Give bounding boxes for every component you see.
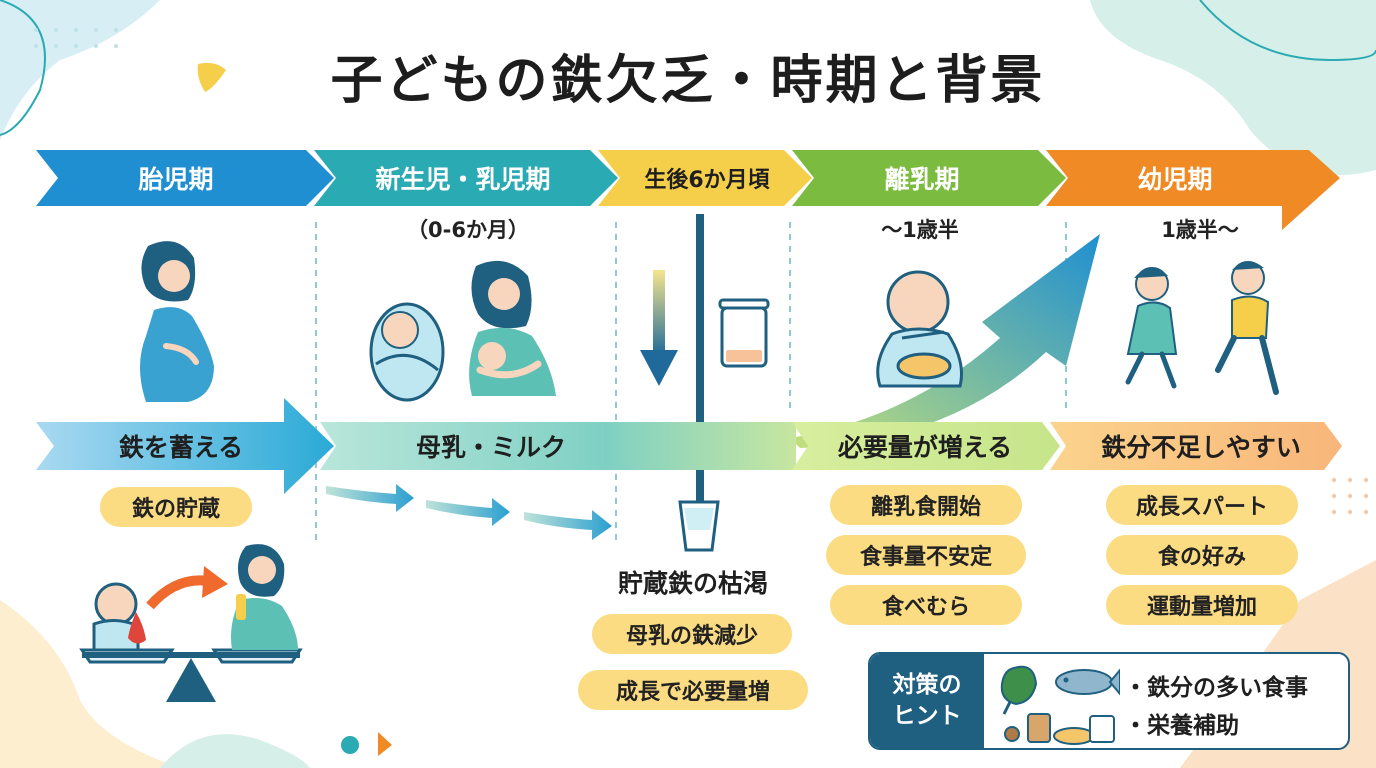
stage-chevron-infant — [314, 150, 618, 206]
page-title: 子どもの鉄欠乏・時期と背景 — [330, 51, 1046, 111]
pregnant-woman-icon — [140, 241, 214, 402]
hint-food-icons — [1000, 665, 1120, 745]
detail-weaning-0: 離乳食開始 — [830, 485, 1022, 525]
down-arrow-icon — [640, 270, 678, 386]
fish-icon — [1055, 668, 1120, 696]
detail-depletion-1: 成長で必要量増 — [578, 670, 808, 710]
detail-toddler-2: 運動量増加 — [1106, 585, 1298, 625]
hint-title-line1: 対策の — [892, 671, 962, 698]
detail-fetal-0: 鉄の貯蔵 — [100, 487, 252, 527]
flow-arrows — [326, 484, 612, 540]
stage-label-fetal: 胎児期 — [138, 165, 214, 194]
stage-sub-toddler: 1歳半〜 — [1161, 218, 1239, 242]
baby-eating-icon — [876, 270, 963, 388]
hint-header: 対策の ヒント — [870, 654, 984, 748]
stage-label-toddler: 幼児期 — [1137, 165, 1213, 194]
stage-sub-infant: （0-6か月） — [407, 218, 529, 242]
hint-box: 対策の ヒント ・鉄分の多い食事 ・栄養補助 — [868, 652, 1350, 750]
swaddled-baby-icon — [369, 302, 445, 402]
hint-item-1: ・栄養補助 — [1124, 713, 1239, 739]
empty-cup-icon — [678, 500, 720, 552]
detail-weaning-1: 食事量不安定 — [826, 535, 1026, 575]
stage-chevrons — [36, 150, 1340, 230]
band-arrows — [36, 398, 1342, 494]
stage-label-infant: 新生児・乳児期 — [375, 165, 551, 194]
stage-label-weaning: 離乳期 — [884, 165, 960, 194]
hint-item-0: ・鉄分の多い食事 — [1124, 675, 1308, 701]
supplement-icon — [1004, 713, 1115, 745]
rising-arrow — [790, 234, 1100, 448]
running-children-icon — [1125, 261, 1279, 395]
nursing-mother-icon — [469, 260, 556, 396]
hint-title-line2: ヒント — [892, 703, 962, 729]
jar-icon — [718, 298, 770, 368]
stage-label-six-month: 生後6か月頃 — [644, 168, 770, 193]
stage-chevron-weaning — [792, 150, 1066, 206]
depletion-line — [696, 214, 704, 504]
band-label-milk: 母乳・ミルク — [415, 433, 566, 462]
band-label-store: 鉄を蓄える — [118, 433, 244, 462]
depletion-title: 貯蔵鉄の枯渇 — [617, 569, 768, 598]
stage-sub-weaning: 〜1歳半 — [881, 218, 959, 242]
detail-toddler-0: 成長スパート — [1106, 485, 1298, 525]
stage-chevron-fetal — [36, 150, 334, 206]
band-label-need-increase: 必要量が増える — [837, 433, 1013, 462]
detail-depletion-0: 母乳の鉄減少 — [592, 614, 792, 654]
stage-chevron-six-month — [598, 150, 812, 206]
band-label-deficiency: 鉄分不足しやすい — [1101, 433, 1301, 462]
baby-scale-icon — [79, 544, 303, 702]
stage-chevron-toddler — [1046, 150, 1340, 230]
detail-toddler-1: 食の好み — [1106, 535, 1298, 575]
detail-weaning-2: 食べむら — [830, 585, 1022, 625]
spinach-icon — [1000, 665, 1038, 715]
